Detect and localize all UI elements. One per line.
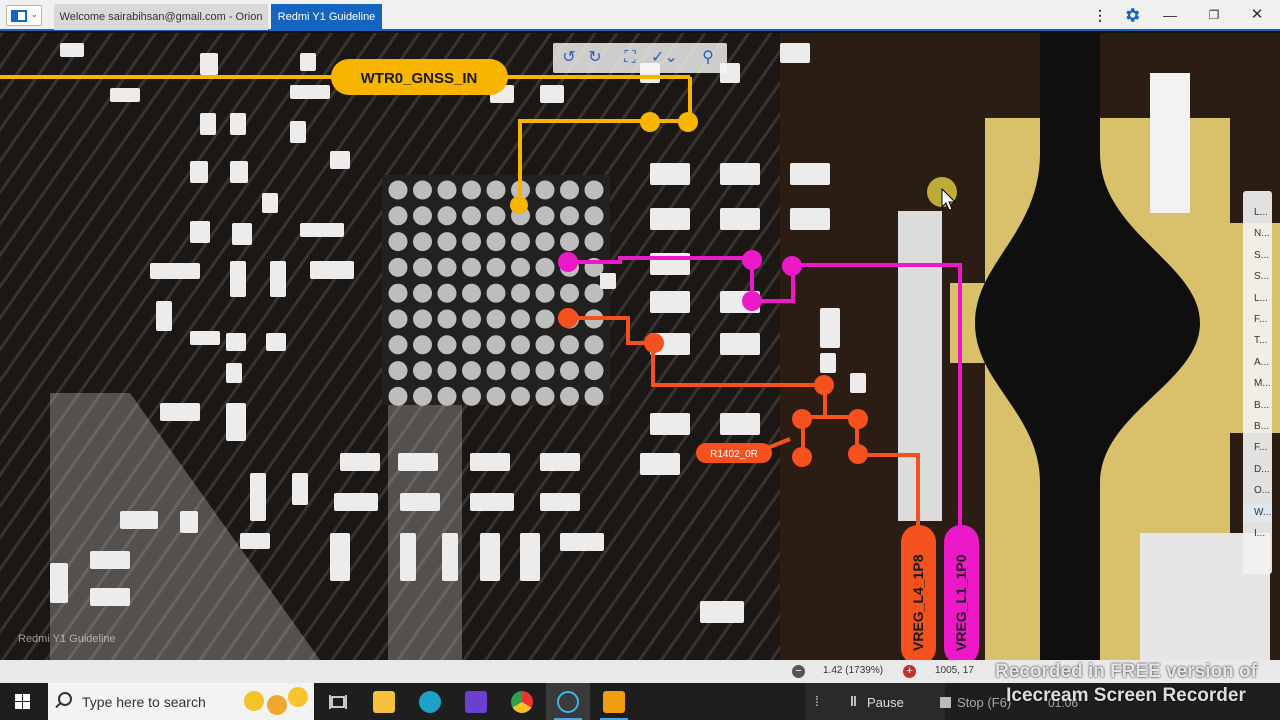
windows-taskbar: Type here to search ⁞ ‖ Pause Stop (F6) …: [0, 683, 1280, 720]
side-list-item[interactable]: S...: [1254, 249, 1270, 261]
taskbar-icecream-recorder[interactable]: [592, 683, 636, 720]
pause-icon[interactable]: ‖: [850, 693, 857, 709]
chrome-icon: [511, 691, 533, 713]
gear-icon[interactable]: [1122, 4, 1142, 26]
drag-handle-icon[interactable]: ⁞: [815, 693, 819, 709]
tab-welcome[interactable]: Welcome sairabihsan@gmail.com - Orion: [54, 4, 268, 30]
emoji-smile-icon: [267, 695, 287, 715]
side-list-item[interactable]: M...: [1254, 378, 1271, 390]
side-list-item[interactable]: B...: [1254, 399, 1270, 411]
side-list-item[interactable]: F...: [1254, 442, 1268, 454]
pause-button[interactable]: Pause: [867, 695, 904, 710]
chevron-down-icon: ⌄: [30, 9, 38, 19]
stop-button[interactable]: Stop (F6): [957, 695, 1012, 710]
net-label-vreg-l1: VREG_L1_1P0: [953, 554, 969, 651]
task-view-button[interactable]: [316, 683, 360, 720]
side-list-item[interactable]: S...: [1254, 271, 1270, 283]
side-list-item[interactable]: B...: [1254, 421, 1270, 432]
zoom-level: 1.42 (1739%): [823, 665, 884, 676]
orion-icon: [557, 691, 579, 713]
side-list-item[interactable]: T...: [1254, 335, 1268, 347]
taskbar-video-editor[interactable]: [454, 683, 498, 720]
net-label-r1402: R1402_0R: [710, 449, 758, 460]
search-icon: [58, 692, 72, 706]
app-menu-button[interactable]: ⌄: [6, 5, 42, 26]
taskbar-edge[interactable]: [408, 683, 452, 720]
search-icon[interactable]: ⚲: [702, 49, 714, 66]
pcb-image: WTR0_GNSS_IN R1402_0R: [0, 33, 1280, 660]
guide-watermark-label: Redmi Y1 Guideline: [18, 633, 116, 645]
taskbar-chrome[interactable]: [500, 683, 544, 720]
cursor-coordinates: 1005, 17: [935, 665, 974, 676]
rotate-left-icon[interactable]: ↺: [562, 49, 576, 66]
recorder-watermark: Recorded in FREE version of Icecream Scr…: [976, 660, 1276, 708]
video-editor-icon: [465, 691, 487, 713]
highlight-icon[interactable]: ✓⌄: [651, 49, 678, 66]
net-label-vreg-l4: VREG_L4_1P8: [910, 554, 926, 651]
side-list-item[interactable]: O...: [1254, 485, 1271, 497]
side-list-item[interactable]: A...: [1254, 356, 1270, 368]
stop-icon[interactable]: [940, 697, 951, 708]
edge-icon: [419, 691, 441, 713]
zoom-out-button[interactable]: −: [792, 665, 805, 678]
task-view-icon: [329, 695, 347, 709]
side-list-item[interactable]: I...: [1254, 528, 1266, 539]
start-button[interactable]: [0, 683, 46, 720]
mouse-cursor-icon: [941, 187, 957, 211]
close-button[interactable]: ✕: [1250, 6, 1264, 23]
side-list-item[interactable]: L...: [1254, 207, 1268, 218]
side-list-item[interactable]: D...: [1254, 463, 1270, 475]
net-side-list: L... N... S... S... L... F... T... A... M... B...…: [1243, 191, 1272, 574]
rotate-right-icon[interactable]: ↻: [588, 49, 602, 66]
tab-redmi-y1-guideline[interactable]: Redmi Y1 Guideline: [271, 4, 382, 30]
windows-logo-icon: [15, 694, 30, 709]
board-viewer[interactable]: WTR0_GNSS_IN R1402_0R: [0, 33, 1280, 660]
fit-screen-icon[interactable]: ⛶: [624, 49, 636, 66]
emoji-laugh-icon: [244, 691, 264, 711]
recorder-watermark-line1: Recorded in FREE version of: [995, 661, 1257, 682]
recorder-icon: [603, 691, 625, 713]
recorder-controls: [805, 683, 945, 720]
taskbar-search-box[interactable]: Type here to search: [48, 683, 314, 720]
taskbar-orion[interactable]: [546, 683, 590, 720]
zoom-in-button[interactable]: +: [903, 665, 916, 678]
side-list-item[interactable]: L...: [1254, 292, 1268, 304]
kebab-icon[interactable]: ⋮: [1093, 7, 1107, 23]
net-label-gnss: WTR0_GNSS_IN: [361, 70, 478, 87]
title-bar: ⌄ Welcome sairabihsan@gmail.com - Orion …: [0, 0, 1280, 31]
minimize-button[interactable]: —: [1163, 7, 1177, 23]
maximize-button[interactable]: ❐: [1208, 8, 1220, 22]
search-placeholder: Type here to search: [82, 694, 206, 710]
taskbar-file-explorer[interactable]: [362, 683, 406, 720]
folder-icon: [373, 691, 395, 713]
panel-icon: [11, 10, 27, 22]
side-list-item[interactable]: N...: [1254, 228, 1270, 240]
emoji-heart-eyes-icon: [288, 687, 308, 707]
side-list-item[interactable]: F...: [1254, 314, 1268, 325]
status-bar: − 1.42 (1739%) + 1005, 17: [0, 660, 1280, 683]
recorder-watermark-line2: Icecream Screen Recorder: [1006, 685, 1246, 706]
side-list-item[interactable]: W...: [1243, 502, 1272, 522]
recording-timer: 01:06: [1048, 696, 1079, 710]
view-toolbar: ↺ ↻ ⛶ ✓⌄ ⚲: [553, 43, 727, 73]
